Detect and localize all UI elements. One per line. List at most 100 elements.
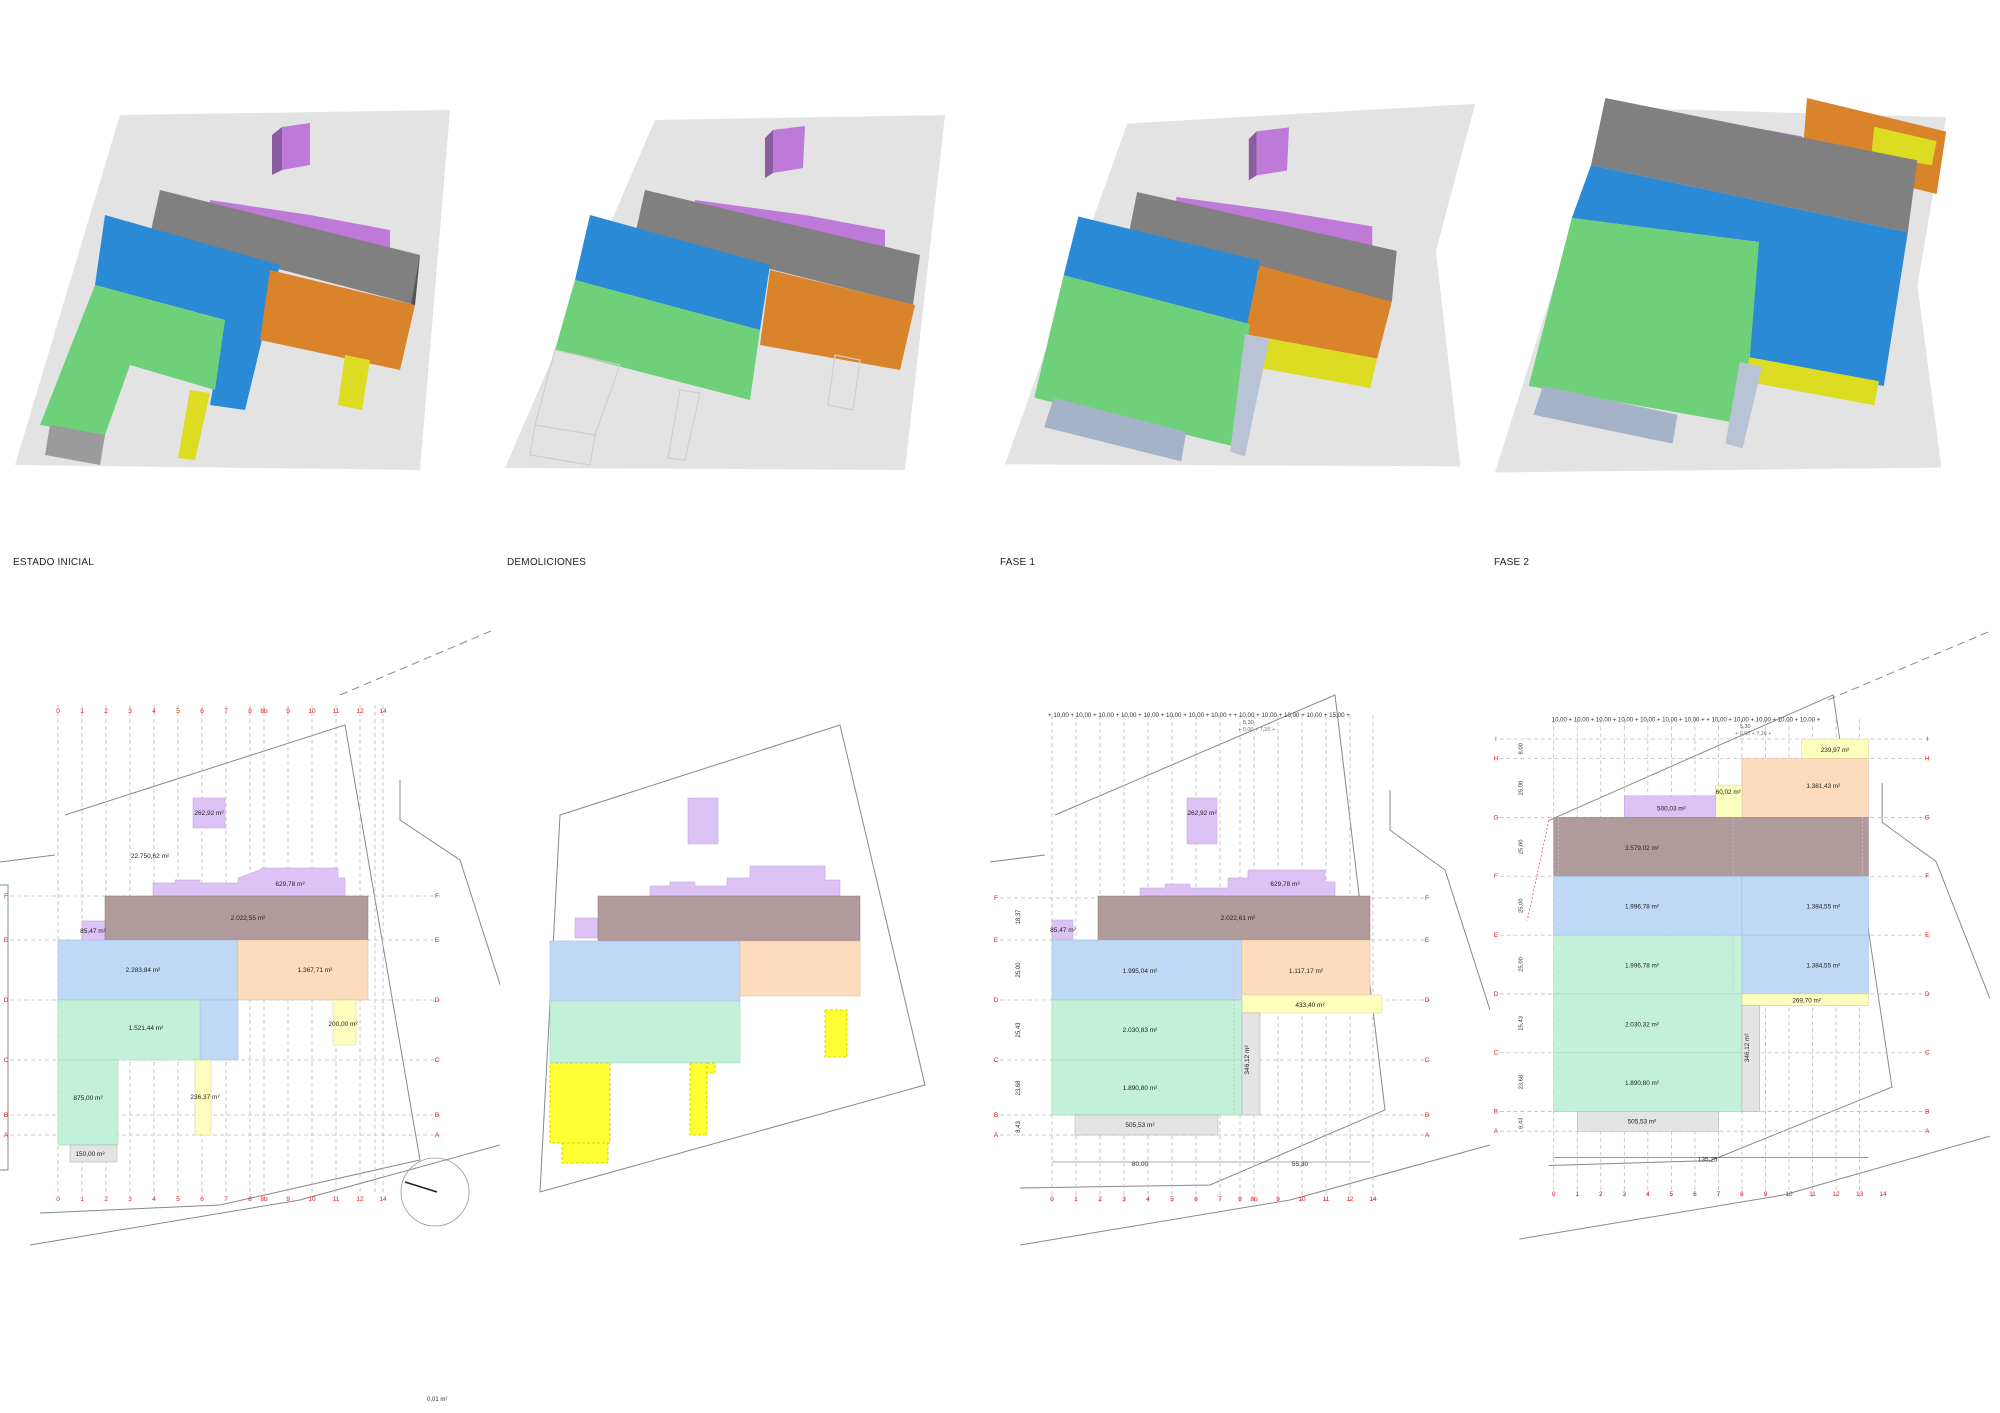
svg-text:2: 2 <box>1599 1191 1603 1198</box>
svg-text:A: A <box>1925 1128 1930 1135</box>
phase-label-fase-1: FASE 1 <box>1000 557 1036 568</box>
svg-text:3: 3 <box>1623 1191 1627 1198</box>
dim-small-2: + 0,00 + 7,26 + <box>1735 731 1771 737</box>
purple-left <box>574 917 599 939</box>
blue-label: 1.995,04 m² <box>1123 968 1159 975</box>
blue-block <box>1063 216 1260 325</box>
purple-left-label: 85,47 m² <box>1050 927 1076 934</box>
grey-vertical-label: 346,12 m² <box>1744 1034 1751 1063</box>
dim-small: 5,30 <box>1740 724 1750 730</box>
svg-text:B: B <box>994 1112 998 1119</box>
grey-block-side <box>410 255 420 310</box>
svg-text:7: 7 <box>224 1196 228 1203</box>
dim-small: 5,30 <box>1243 720 1254 726</box>
axo-fase-2 <box>1495 98 1947 473</box>
purple-top-label: 262,92 m² <box>194 810 224 817</box>
svg-text:8b: 8b <box>1250 1196 1258 1203</box>
svg-text:F: F <box>4 893 8 900</box>
svg-text:E: E <box>435 937 440 944</box>
svg-text:F: F <box>1925 873 1929 880</box>
dim-bottom-left: 80,00 <box>1132 1161 1149 1168</box>
site-context-lines <box>1519 630 1990 1240</box>
svg-text:7: 7 <box>1218 1196 1222 1203</box>
svg-text:F: F <box>1494 873 1498 880</box>
north-arrow <box>400 1157 470 1227</box>
svg-text:0: 0 <box>56 1196 60 1203</box>
svg-text:1: 1 <box>1074 1196 1078 1203</box>
svg-text:25,00: 25,00 <box>1518 839 1524 854</box>
orange-label: 1.117,17 m² <box>1289 968 1324 975</box>
green-block <box>549 1000 741 1064</box>
blue-block-right <box>1741 876 1869 936</box>
site-area-label: 22.750,62 m² <box>131 853 170 860</box>
svg-text:8,00: 8,00 <box>1518 742 1524 754</box>
svg-text:D: D <box>994 997 999 1004</box>
svg-text:C: C <box>1425 1057 1430 1064</box>
svg-text:5: 5 <box>176 1196 180 1203</box>
brown-block <box>597 895 861 942</box>
blue-block <box>1051 939 1243 1001</box>
svg-text:8: 8 <box>248 1196 252 1203</box>
axo-demoliciones <box>505 115 945 470</box>
svg-text:E: E <box>1925 932 1929 939</box>
site-context-lines <box>0 630 500 1246</box>
svg-text:B: B <box>1494 1109 1498 1116</box>
svg-text:A: A <box>994 1132 999 1139</box>
grey-block <box>1127 192 1397 302</box>
svg-text:C: C <box>1925 1050 1930 1057</box>
yellow-strip-label: 269,70 m² <box>1792 998 1821 1005</box>
axo-estado-inicial <box>15 110 450 470</box>
scale-note: 0,01 m² <box>427 1397 448 1403</box>
svg-text:C: C <box>435 1057 440 1064</box>
grey-vertical-block <box>1230 334 1270 457</box>
svg-text:9: 9 <box>1764 1191 1768 1198</box>
dim-bottom: 135,25 <box>1698 1157 1718 1164</box>
svg-text:F: F <box>1425 895 1429 902</box>
svg-text:4: 4 <box>152 1196 156 1203</box>
grey-vertical-label: 346,12 m² <box>1244 1045 1251 1075</box>
svg-text:C: C <box>4 1057 9 1064</box>
yellow-right-label: 200,00 m² <box>328 1021 358 1028</box>
grey-block <box>150 190 420 305</box>
svg-text:14: 14 <box>379 708 387 715</box>
svg-text:7: 7 <box>224 708 228 715</box>
svg-text:10: 10 <box>308 1196 316 1203</box>
plan-estado-inicial: 22.750,62 m² 262,92 m² 629,78 m² 85,47 m… <box>0 630 500 1246</box>
demolished-yellow <box>549 1009 848 1164</box>
green-low-label: 875,00 m² <box>73 1095 103 1102</box>
purple-top <box>687 797 719 845</box>
blue-block <box>95 215 280 410</box>
svg-text:H: H <box>1494 756 1499 763</box>
yellow-low-label: 236,37 m² <box>190 1094 220 1101</box>
svg-text:11: 11 <box>1323 1196 1330 1203</box>
blue-block-right-2 <box>1741 934 1869 995</box>
grey-bottom-block <box>1074 1114 1219 1136</box>
svg-text:3: 3 <box>1122 1196 1126 1203</box>
svg-text:8,43: 8,43 <box>1518 1117 1524 1129</box>
svg-text:7: 7 <box>1717 1191 1721 1198</box>
svg-text:I: I <box>1926 736 1928 743</box>
green-block <box>40 285 225 435</box>
svg-text:A: A <box>4 1132 9 1139</box>
grey-block <box>1591 98 1918 233</box>
svg-text:G: G <box>1493 814 1498 821</box>
svg-text:5: 5 <box>1170 1196 1174 1203</box>
green-label: 2.030,32 m² <box>1625 1021 1659 1028</box>
svg-text:D: D <box>1425 997 1430 1004</box>
svg-text:A: A <box>1494 1128 1499 1135</box>
brown-label: 2.022,55 m² <box>231 915 267 922</box>
dim-small-2: + 0,00 + 7,26 + <box>1238 727 1275 733</box>
svg-text:D: D <box>1925 991 1930 998</box>
yellow-small-label: 60,02 m² <box>1716 789 1741 796</box>
blue-right-label: 1.384,55 m² <box>1806 904 1840 911</box>
phase-label-estado-inicial: ESTADO INICIAL <box>13 557 94 568</box>
svg-text:2: 2 <box>104 1196 108 1203</box>
brown-block <box>1553 817 1869 877</box>
grey-vertical-block <box>1741 1005 1760 1112</box>
left-dimension-chain: 18,37 25,00 25,43 23,68 8,43 <box>1016 909 1022 1133</box>
purple-right-label: 629,78 m² <box>275 881 305 888</box>
axo-fase-1 <box>1004 103 1476 467</box>
